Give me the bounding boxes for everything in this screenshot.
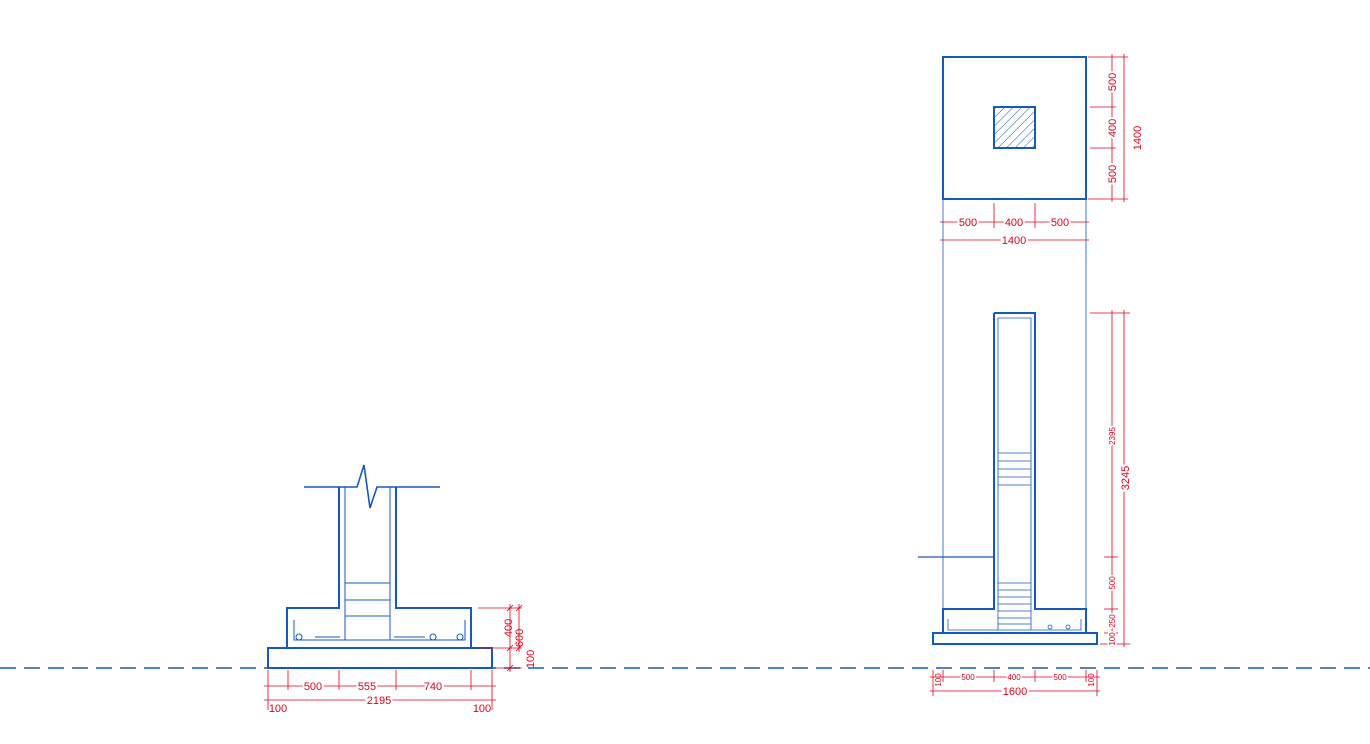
- dim-600: 600: [514, 629, 526, 647]
- plan-view: 500 400 500 1400 500 400 500 1400: [940, 54, 1144, 610]
- rebar-dot: [456, 633, 464, 641]
- elevation-view: 2395 3245 500 250 100 100 500 400 500 10…: [918, 310, 1134, 700]
- column-rebar-elevation: [997, 317, 1032, 630]
- rebar-dot: [295, 633, 303, 641]
- dim-250: 250: [1108, 614, 1117, 628]
- column-footing-elevation-outline: [942, 312, 1087, 634]
- dim-400: 400: [1107, 119, 1119, 137]
- dim-100-left: 100: [934, 673, 943, 687]
- dim-400: 400: [1005, 217, 1023, 229]
- dim-400: 400: [1007, 673, 1021, 682]
- dim-100: 100: [525, 650, 537, 668]
- dim-500-right: 500: [1053, 673, 1067, 682]
- section-horizontal-dims: 500 555 740 2195 100 100: [264, 670, 496, 715]
- rebar-dot: [429, 633, 437, 641]
- footing-rebar: [293, 620, 466, 641]
- plan-vertical-dims: 500 400 500 1400: [1088, 54, 1144, 202]
- dim-740: 740: [424, 681, 442, 693]
- column-rebar: [344, 487, 391, 641]
- dim-100: 100: [1108, 632, 1117, 646]
- dim-100-left: 100: [269, 703, 287, 715]
- section-view: 400 600 100 500 555 740 2195 100 100: [264, 464, 537, 715]
- lean-concrete-pad: [267, 647, 493, 669]
- column-footing-outline: [286, 487, 472, 649]
- dim-500-top: 500: [1107, 73, 1119, 91]
- dim-100-right: 100: [1087, 673, 1096, 687]
- dim-500-left: 500: [961, 673, 975, 682]
- dim-500: 500: [304, 681, 322, 693]
- dim-2395: 2395: [1108, 427, 1117, 445]
- column-plan-hatched: [993, 106, 1036, 149]
- dim-1400-vertical: 1400: [1132, 126, 1144, 150]
- dim-500-bottom: 500: [1107, 165, 1119, 183]
- dim-1600: 1600: [1003, 686, 1027, 698]
- dim-500-left: 500: [959, 217, 977, 229]
- dim-400: 400: [503, 619, 515, 637]
- footing-plan-outline: [942, 56, 1087, 200]
- plan-horizontal-dims: 500 400 500 1400: [940, 203, 1089, 249]
- lean-concrete-pad-elevation: [932, 632, 1098, 645]
- dim-500-right: 500: [1051, 217, 1069, 229]
- break-line: [304, 464, 440, 509]
- dim-100-right: 100: [473, 703, 491, 715]
- section-vertical-dims: 400 600 100: [478, 604, 537, 672]
- dim-1400-horizontal: 1400: [1002, 235, 1026, 247]
- dim-500: 500: [1108, 576, 1117, 590]
- dim-3245: 3245: [1120, 466, 1132, 490]
- elevation-horizontal-dims: 100 500 400 500 100 1600: [930, 670, 1100, 700]
- elevation-vertical-dims: 2395 3245 500 250 100: [1090, 310, 1134, 647]
- dim-2195: 2195: [367, 695, 391, 707]
- dim-555: 555: [358, 681, 376, 693]
